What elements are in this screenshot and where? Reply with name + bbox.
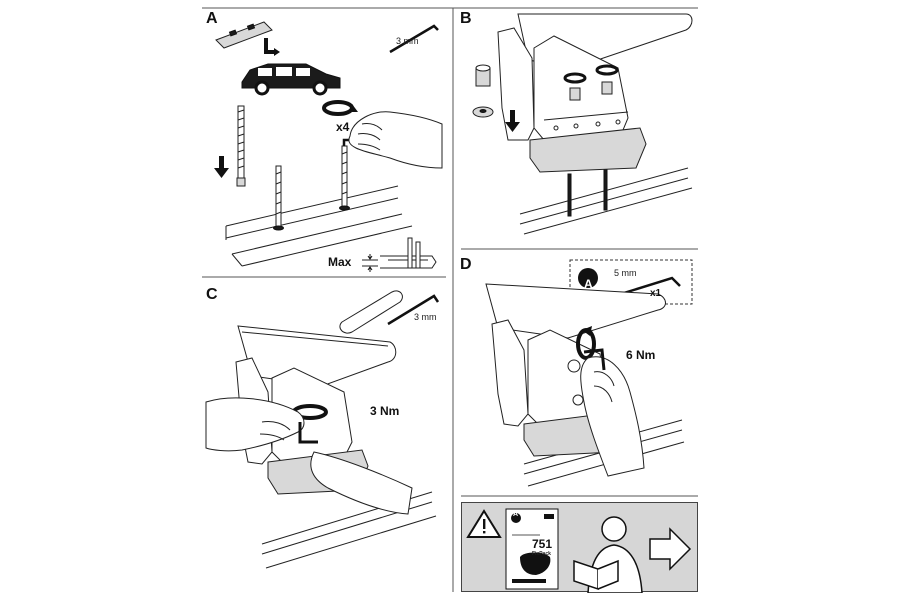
panel-c-illustration bbox=[205, 290, 440, 569]
bolt-left bbox=[567, 173, 572, 217]
panel-d: D bbox=[458, 254, 698, 492]
hand-icon bbox=[348, 111, 443, 169]
roof-rail bbox=[225, 185, 413, 267]
read-instructions-illustration bbox=[466, 508, 692, 593]
hex-key-icon bbox=[387, 294, 440, 326]
panel-b-label: B bbox=[460, 10, 472, 27]
panel-a-tool-size: 3 mm bbox=[396, 36, 419, 46]
booklet-model-number: 751 bbox=[532, 537, 553, 551]
panel-d-label: D bbox=[460, 256, 472, 273]
bolt-right bbox=[603, 167, 608, 211]
threaded-bolt-installed bbox=[273, 165, 284, 231]
foot-body bbox=[497, 27, 647, 173]
next-arrow-icon bbox=[649, 527, 692, 571]
warning-triangle-icon bbox=[466, 509, 502, 538]
nut-on-bolt-right bbox=[595, 64, 619, 95]
hand-with-tool-icon bbox=[298, 422, 413, 515]
panel-a-illustration bbox=[214, 21, 443, 272]
read-instructions-panel: A 751 FixPack bbox=[461, 502, 698, 593]
hand-icon bbox=[205, 397, 305, 452]
rotate-arrow-icon bbox=[322, 100, 358, 116]
roof-bar bbox=[237, 325, 397, 387]
rotate-arrow-icon bbox=[576, 326, 596, 360]
panel-d-torque: 6 Nm bbox=[626, 348, 656, 362]
panel-a-max-label: Max bbox=[328, 255, 352, 269]
l-symbol-icon bbox=[264, 38, 280, 56]
hex-key-icon bbox=[607, 276, 681, 300]
panel-a-label: A bbox=[206, 10, 218, 27]
nut-on-bolt-left bbox=[563, 72, 587, 101]
down-arrow-icon bbox=[214, 156, 229, 178]
panel-d-tool-count: x1 bbox=[650, 288, 662, 299]
down-arrow-icon bbox=[505, 110, 520, 132]
fitting-plate-icon bbox=[215, 21, 273, 49]
panel-c: C bbox=[202, 282, 446, 592]
threaded-bolt-loose bbox=[236, 105, 246, 187]
panel-c-torque: 3 Nm bbox=[370, 404, 400, 418]
panel-d-illustration bbox=[485, 259, 693, 487]
washer-icon bbox=[472, 106, 494, 118]
panel-a-count: x4 bbox=[336, 120, 350, 134]
panel-b-illustration bbox=[472, 13, 693, 235]
spacer-tool-icon bbox=[339, 290, 403, 334]
panel-d-tool-size: 5 mm bbox=[614, 268, 637, 278]
max-height-diagram bbox=[362, 237, 437, 272]
car-icon bbox=[241, 63, 341, 96]
panel-c-label: C bbox=[206, 286, 218, 303]
roof-bar bbox=[485, 283, 666, 339]
panel-d-badge-letter: A bbox=[584, 277, 593, 291]
panel-b: B bbox=[458, 8, 698, 246]
booklet-model-name: FixPack bbox=[532, 551, 551, 557]
hand-with-tool-icon bbox=[580, 348, 645, 477]
booklet-badge-letter: A bbox=[513, 511, 519, 518]
panel-a: A bbox=[202, 8, 446, 274]
hex-key-icon bbox=[389, 24, 439, 54]
panel-c-tool-size: 3 mm bbox=[414, 312, 437, 322]
instruction-booklet-icon bbox=[505, 508, 559, 590]
person-reading-icon bbox=[573, 516, 643, 593]
hex-nut-icon bbox=[475, 64, 491, 87]
badge-a-icon bbox=[578, 268, 598, 288]
